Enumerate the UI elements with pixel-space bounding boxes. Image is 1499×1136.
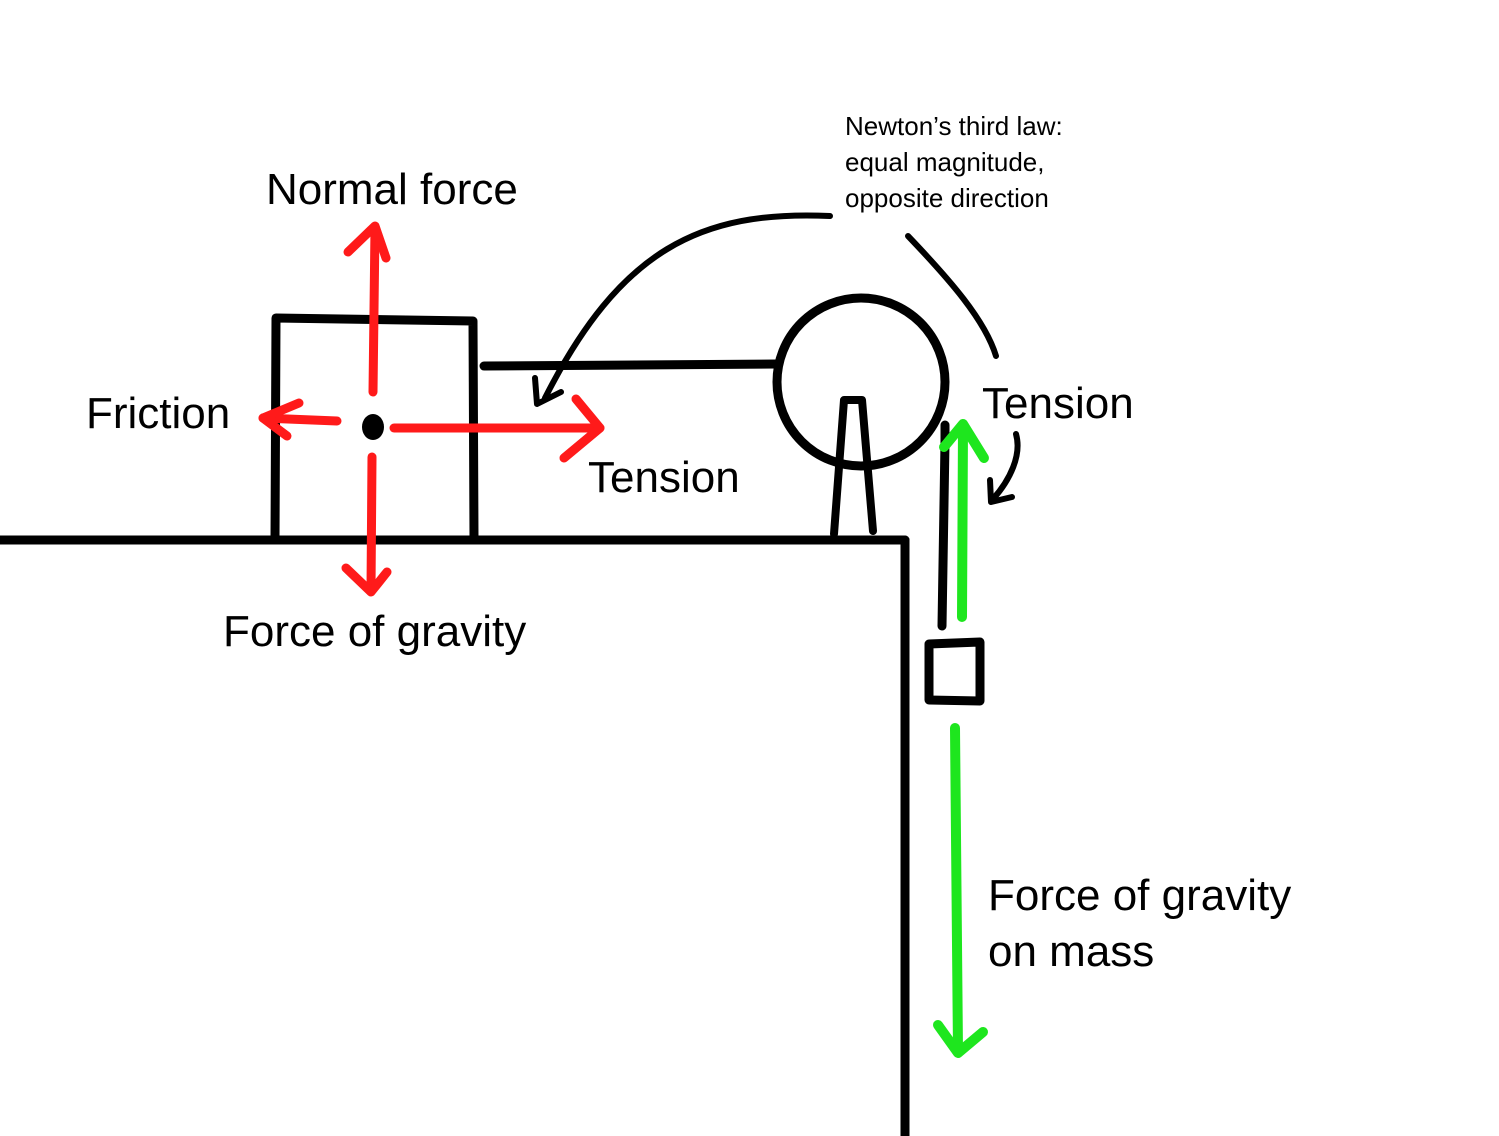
force-of-gravity-label-block: Force of gravity: [223, 607, 527, 656]
rope-vertical: [937, 420, 950, 631]
friction-arrow: [258, 398, 342, 441]
normal-force-arrow: [343, 221, 391, 397]
force-of-gravity-mass-line1: Force of gravity: [988, 871, 1292, 920]
tension-label-mass: Tension: [982, 379, 1134, 428]
pulley: [772, 293, 950, 538]
gravity-arrow-block: [341, 452, 392, 597]
friction-label: Friction: [86, 389, 231, 438]
note-line-2: equal magnitude,: [845, 147, 1045, 177]
tension-arrow-block: [389, 394, 605, 463]
tension-label-arrow: [987, 431, 1021, 505]
newtons-third-law-note: Newton’s third law: equal magnitude, opp…: [845, 108, 1063, 216]
rope-horizontal: [479, 359, 782, 371]
gravity-arrow-mass: [933, 723, 988, 1058]
pulley-stand: [830, 396, 877, 538]
note-arrow-to-block-tension: [532, 212, 833, 407]
force-of-gravity-label-mass: Force of gravity on mass: [988, 868, 1291, 980]
tension-arrow-mass: [939, 419, 989, 622]
pulley-wheel: [772, 293, 950, 471]
tension-label-block: Tension: [588, 453, 740, 502]
note-connector-to-pulley-side: [905, 233, 999, 359]
mass-forces: [933, 419, 989, 1058]
table: [0, 535, 910, 1136]
hanging-mass: [924, 637, 985, 706]
center-of-mass-dot: [362, 414, 384, 440]
note-line-3: opposite direction: [845, 183, 1049, 213]
annotation-arrows: [532, 212, 1021, 505]
force-of-gravity-mass-line2: on mass: [988, 927, 1155, 976]
note-line-1: Newton’s third law:: [845, 111, 1063, 141]
block-forces: [258, 221, 605, 597]
normal-force-label: Normal force: [266, 165, 518, 214]
